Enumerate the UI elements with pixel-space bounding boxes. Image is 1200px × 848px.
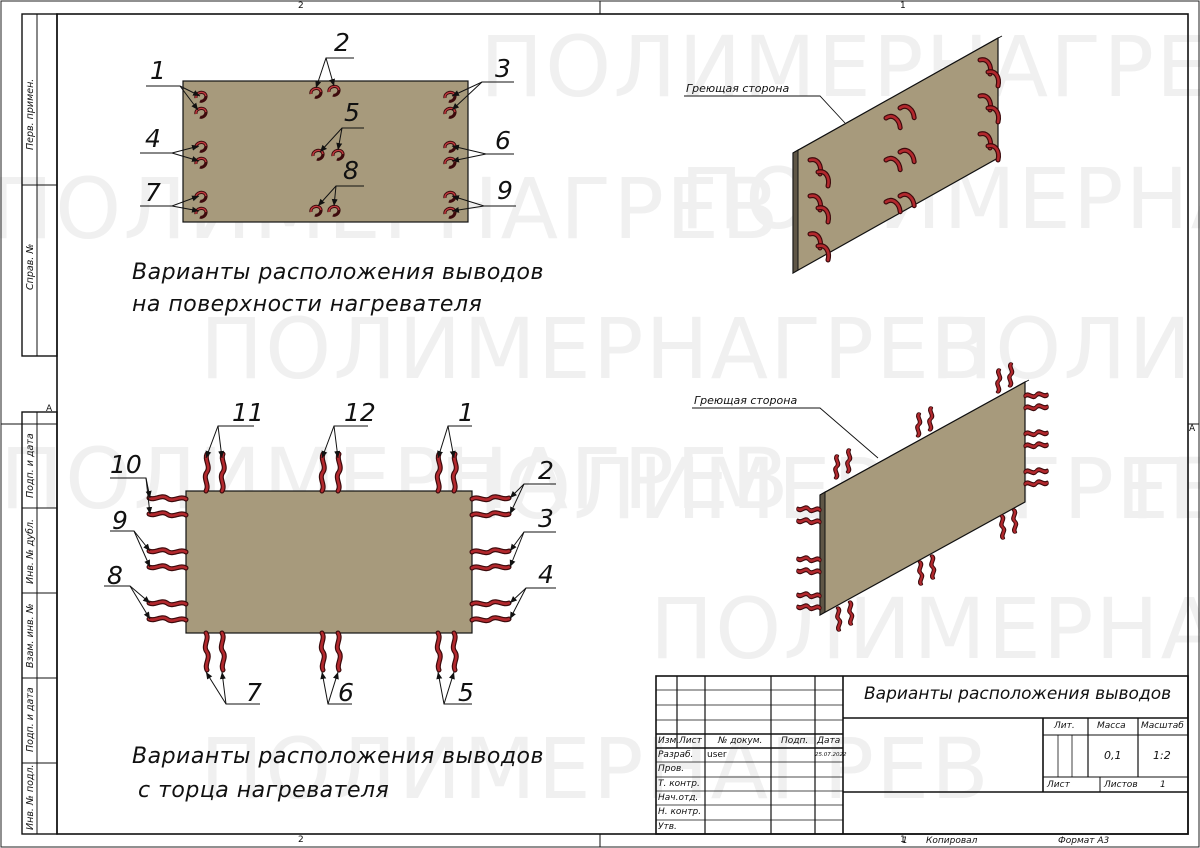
footer-page-num: 1 — [902, 836, 908, 846]
edge-label-11: 11 — [232, 398, 264, 427]
surface-label-8: 8 — [343, 156, 359, 185]
zone-mark-bottom-right: 1 — [900, 835, 906, 845]
zone-mark-bottom-left: 2 — [298, 835, 304, 845]
surface-label-5: 5 — [344, 98, 360, 127]
edge-label-12: 12 — [344, 398, 376, 427]
surface-label-7: 7 — [145, 178, 161, 207]
surface-label-1: 1 — [150, 56, 166, 85]
edge-label-3: 3 — [538, 504, 554, 533]
tb-developer: user — [707, 750, 727, 760]
edge-label-6: 6 — [338, 678, 354, 707]
surface-label-4: 4 — [145, 124, 161, 153]
edge-label-7: 7 — [246, 678, 262, 707]
tb-scale-value: 1:2 — [1153, 749, 1171, 762]
iso-top-plate — [792, 35, 1003, 275]
tb-mass-label: Масса — [1097, 721, 1126, 731]
surface-leaders — [140, 57, 516, 213]
edge-caption-line1: Варианты расположения выводов — [132, 744, 544, 769]
title-block-title: Варианты расположения выводов — [864, 684, 1172, 704]
edge-label-4: 4 — [538, 560, 554, 589]
tb-header-list: Лист — [679, 736, 702, 746]
iso-top-leader — [684, 95, 846, 124]
tb-sheet-label: Лист — [1047, 780, 1070, 790]
edge-label-10: 10 — [110, 450, 142, 479]
surface-plate — [182, 80, 469, 223]
surface-caption-line2: на поверхности нагревателя — [132, 292, 483, 317]
watermark-9: ПОЛИМЕРНАГРЕВ — [650, 580, 1200, 678]
title-block-grid — [655, 675, 1189, 835]
surface-label-3: 3 — [495, 54, 511, 83]
edge-label-1: 1 — [458, 398, 474, 427]
iso-bottom-leader — [692, 407, 879, 459]
tb-row-tkontr: Т. контр. — [658, 779, 700, 789]
tb-date-value: 25.07.2022 — [815, 752, 847, 758]
surface-caption-line1: Варианты расположения выводов — [132, 260, 544, 285]
tb-header-izm: Изм. — [658, 736, 680, 746]
tb-header-date: Дата — [817, 736, 841, 746]
watermark-1: ПОЛИМЕРНАГРЕВ — [480, 18, 1200, 116]
stamp-podp-data-1: Подп. и дата — [25, 433, 36, 498]
tb-row-prov: Пров. — [658, 764, 685, 774]
footer-format: Формат А3 — [1058, 836, 1110, 846]
tb-row-nachotd: Нач.отд. — [658, 793, 699, 803]
stamp-vzam-inv: Взам. инв. № — [25, 603, 36, 668]
edge-plate — [185, 490, 473, 634]
edge-label-9: 9 — [112, 506, 128, 535]
stamp-inv-podl: Инв. № подл. — [25, 764, 36, 830]
iso-bottom-plate — [798, 364, 1047, 630]
zone-mark-top-right: 1 — [900, 1, 906, 11]
edge-label-5: 5 — [458, 678, 474, 707]
tb-row-nkontr: Н. контр. — [658, 807, 702, 817]
tb-row-utv: Утв. — [658, 822, 677, 832]
edge-caption-line2: с торца нагревателя — [138, 778, 390, 803]
surface-label-6: 6 — [495, 126, 511, 155]
stamp-inv-dubl: Инв. № дубл. — [25, 519, 36, 584]
tb-sheets-label: Листов — [1104, 780, 1138, 790]
surface-label-2: 2 — [334, 28, 350, 57]
tb-mass-value: 0,1 — [1104, 749, 1122, 762]
stamp-perv-primen: Перв. примен. — [25, 78, 36, 150]
iso-top-heating-side-label: Греющая сторона — [686, 82, 790, 95]
tb-lit-label: Лит. — [1054, 721, 1075, 731]
edge-label-2: 2 — [538, 456, 554, 485]
edge-leaders — [104, 425, 556, 705]
watermark-4: ПОЛИМЕРНАГРЕВ — [200, 300, 991, 398]
watermark-5: ПОЛИМЕРНАГРЕВ — [930, 300, 1200, 398]
stamp-sprav-no: Справ. № — [25, 243, 36, 290]
iso-bottom-heating-side-label: Греющая сторона — [694, 394, 798, 407]
edge-label-8: 8 — [107, 561, 123, 590]
footer-copied: Копировал — [926, 836, 978, 846]
tb-scale-label: Масштаб — [1141, 721, 1184, 731]
stamp-podp-data-2: Подп. и дата — [25, 687, 36, 752]
tb-row-razrab: Разраб. — [658, 750, 694, 760]
tb-header-doc: № докум. — [718, 736, 763, 746]
zone-mark-left: A — [46, 404, 53, 414]
tb-header-sign: Подп. — [781, 736, 809, 746]
watermark-10: ПОЛИМЕРНАГРЕВ — [200, 720, 991, 818]
tb-sheets-value: 1 — [1160, 780, 1166, 790]
surface-label-9: 9 — [497, 176, 513, 205]
zone-mark-top-left: 2 — [298, 1, 304, 11]
zone-mark-right: A — [1189, 424, 1196, 434]
